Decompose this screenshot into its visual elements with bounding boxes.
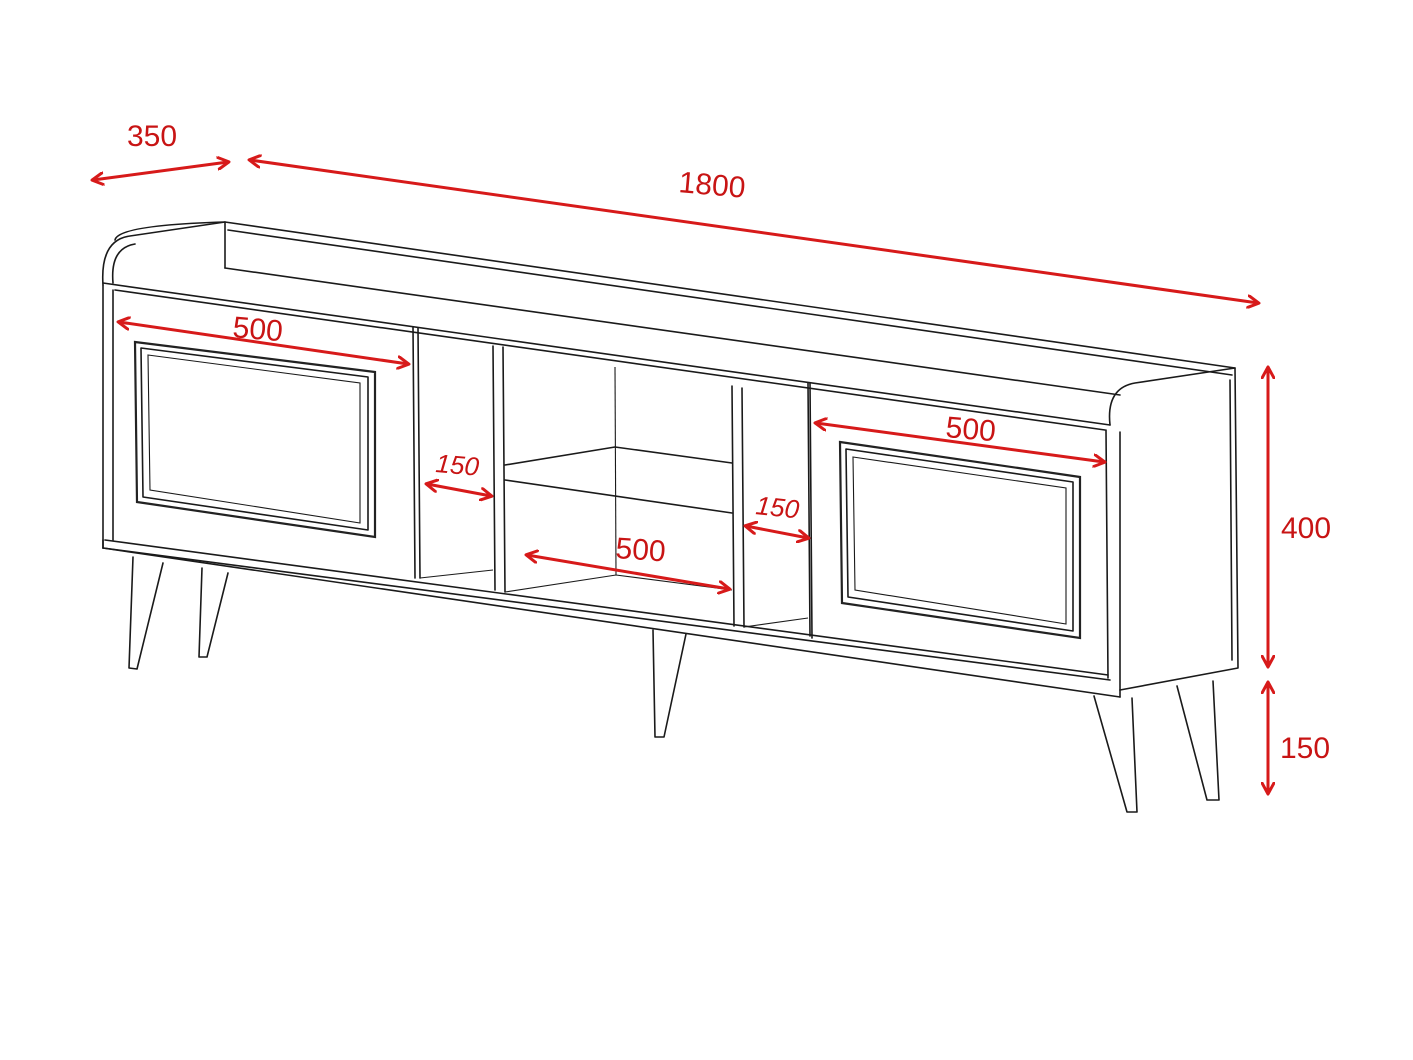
dimension-right-compartment: 150 bbox=[746, 490, 808, 538]
leg-center bbox=[652, 629, 687, 738]
leg-back-left bbox=[198, 567, 229, 658]
left-door-panel bbox=[133, 340, 377, 539]
right-door-width-label: 500 bbox=[944, 411, 997, 448]
total-width-label: 1800 bbox=[677, 166, 746, 205]
dimension-right-door: 500 bbox=[816, 411, 1104, 462]
dimension-left-compartment: 150 bbox=[427, 448, 491, 496]
right-compartment-label: 150 bbox=[754, 490, 801, 524]
left-compartment-label: 150 bbox=[434, 448, 480, 482]
dimension-leg-height: 150 bbox=[1268, 683, 1330, 793]
leg-height-label: 150 bbox=[1280, 732, 1330, 765]
leg-front-right bbox=[1093, 695, 1138, 813]
dimension-left-door: 500 bbox=[119, 311, 408, 364]
cabinet-body bbox=[101, 221, 1239, 698]
leg-front-left bbox=[128, 556, 164, 670]
body-height-label: 400 bbox=[1281, 512, 1331, 545]
leg-back-right bbox=[1176, 680, 1220, 801]
dimension-depth: 350 bbox=[93, 120, 228, 180]
dimension-total-width: 1800 bbox=[250, 160, 1258, 303]
center-shelf-label: 500 bbox=[615, 532, 667, 568]
dimension-body-height: 400 bbox=[1268, 368, 1331, 666]
depth-label: 350 bbox=[127, 120, 177, 153]
legs bbox=[128, 556, 1220, 813]
dimension-center-shelf: 500 bbox=[527, 532, 729, 589]
left-door-width-label: 500 bbox=[231, 311, 284, 348]
right-door-panel bbox=[838, 440, 1082, 640]
